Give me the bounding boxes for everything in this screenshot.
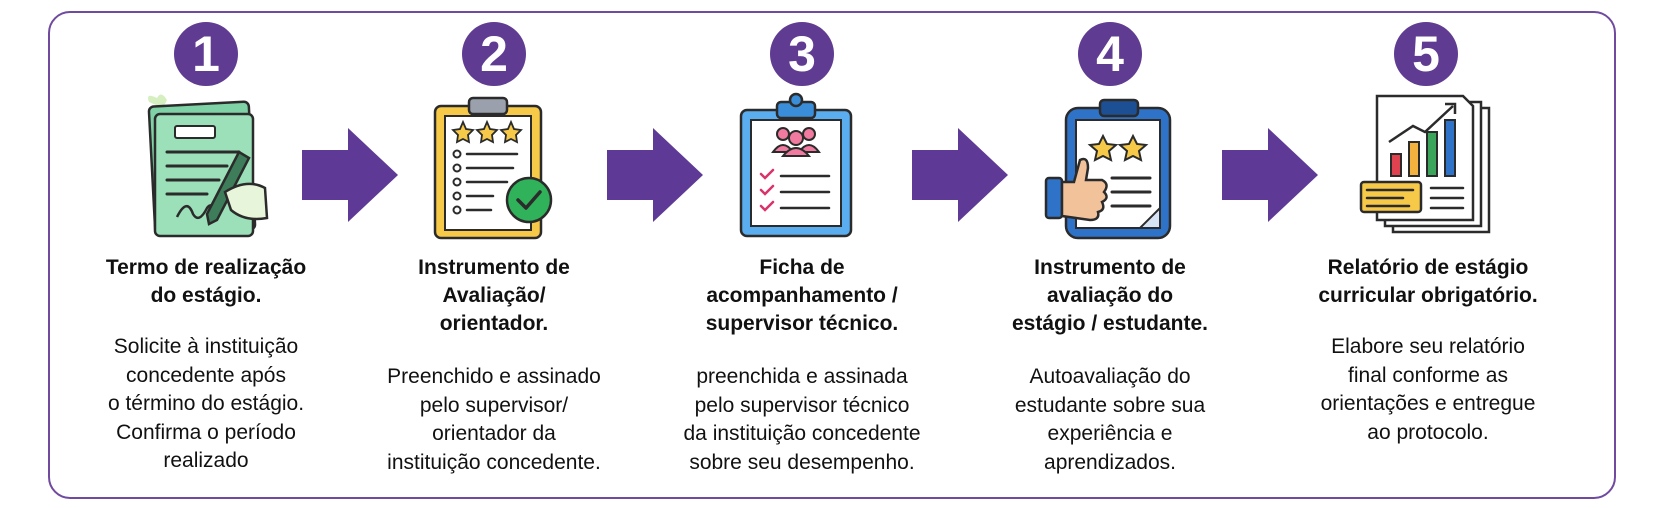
rating-clipboard-check-icon	[419, 92, 569, 242]
arrow-right-icon	[912, 128, 1008, 222]
step-description: Elabore seu relatório final conforme as …	[1320, 335, 1536, 444]
step-title: Instrumento de Avaliação/ orientador.	[418, 256, 570, 335]
step-title: Ficha de acompanhamento / supervisor téc…	[705, 256, 899, 335]
step-number-badge: 1	[174, 22, 238, 86]
step-number-badge: 4	[1078, 22, 1142, 86]
arrow-right-icon	[607, 128, 703, 222]
report-chart-icon	[1353, 92, 1503, 242]
arrow-right-icon	[302, 128, 398, 222]
step-title: Relatório de estágio curricular obrigató…	[1318, 256, 1538, 307]
thumbs-up-evaluation-icon	[1040, 92, 1190, 242]
step-title: Termo de realização do estágio.	[105, 256, 307, 307]
step-2: 2 Instrumento de Avaliação/ orien	[354, 0, 634, 508]
step-number-badge: 2	[462, 22, 526, 86]
step-description: preenchida e assinada pelo supervisor té…	[683, 365, 921, 474]
step-title: Instrumento de avaliação do estágio / es…	[1011, 256, 1209, 335]
step-4: 4 Instrumento de avaliação do estágio / …	[970, 0, 1250, 508]
arrow-right-icon	[1222, 128, 1318, 222]
step-description: Solicite à instituição concedente após o…	[107, 335, 305, 472]
step-number-badge: 3	[770, 22, 834, 86]
step-3: 3 Ficha de acompanhamento / supervisor t…	[662, 0, 942, 508]
step-description: Autoavaliação do estudante sobre sua exp…	[1014, 365, 1206, 474]
step-5: 5 Relatório de estágio curricular obriga…	[1278, 0, 1578, 508]
step-1: 1 Termo de realização do estágio. Solici…	[66, 0, 346, 508]
step-description: Preenchido e assinado pelo supervisor/ o…	[387, 365, 601, 474]
steps-frame	[48, 11, 1616, 499]
step-number-badge: 5	[1394, 22, 1458, 86]
team-clipboard-icon	[727, 92, 877, 242]
signing-document-icon	[127, 92, 277, 242]
